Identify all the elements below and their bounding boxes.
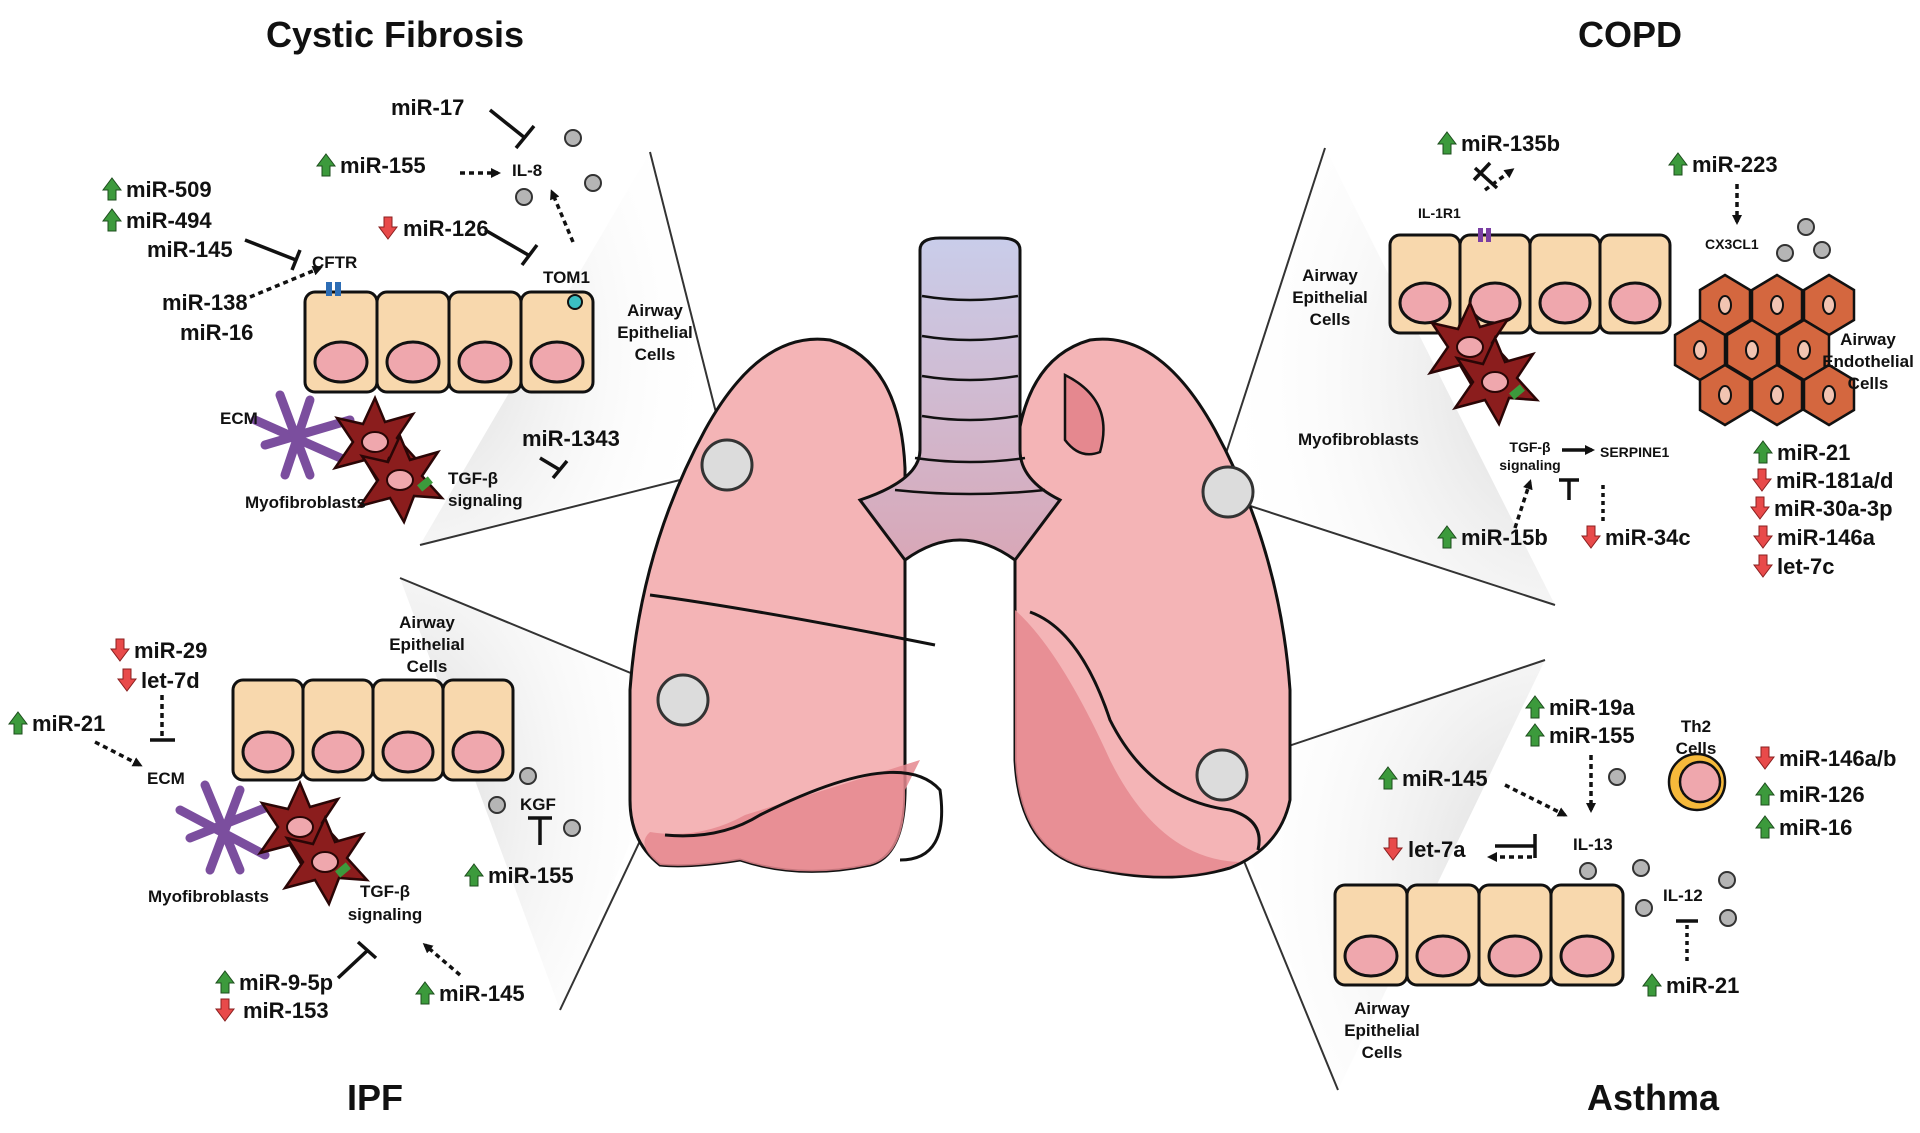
asthma-il13-label: IL-13 xyxy=(1573,835,1613,854)
copd-endothelial-label-2: Endothelial xyxy=(1822,352,1914,371)
copd-endothelial-label-3: Cells xyxy=(1848,374,1889,393)
asthma-th2-label-1: Th2 xyxy=(1681,717,1711,736)
title-copd: COPD xyxy=(1578,14,1682,55)
zoom-beams xyxy=(399,147,1556,1091)
copd-list-item-1: miR-21 xyxy=(1777,440,1850,465)
copd-il1r1-label: IL-1R1 xyxy=(1418,205,1461,221)
cf-airway-label-1: Airway xyxy=(627,301,683,320)
trachea xyxy=(857,236,1063,563)
title-cystic-fibrosis: Cystic Fibrosis xyxy=(266,14,524,55)
ipf-ecm-fibers-icon xyxy=(175,780,270,875)
copd-epithelial-cells xyxy=(1388,233,1672,335)
ipf-airway-label-3: Cells xyxy=(407,657,448,676)
cf-il8-label: IL-8 xyxy=(512,161,542,180)
lungs xyxy=(628,236,1292,879)
cf-ecm-label: ECM xyxy=(220,409,258,428)
asthma-il12-label: IL-12 xyxy=(1663,886,1703,905)
asthma-list-item-2: miR-126 xyxy=(1779,782,1865,807)
cf-airway-label-3: Cells xyxy=(635,345,676,364)
ipf-mir155-label: miR-155 xyxy=(488,863,574,888)
asthma-mir155-label: miR-155 xyxy=(1549,723,1635,748)
asthma-th2-label-2: Cells xyxy=(1676,739,1717,758)
cf-epithelial-cells xyxy=(303,290,595,394)
tom1-marker-icon xyxy=(567,294,583,310)
ipf-mir153-label: miR-153 xyxy=(243,998,329,1023)
cf-mir155-label: miR-155 xyxy=(340,153,426,178)
cf-mir1343-label: miR-1343 xyxy=(522,426,620,451)
ipf-kgf-label: KGF xyxy=(520,795,556,814)
asthma-list-item-1: miR-146a/b xyxy=(1779,746,1896,771)
copd-mir34c-label: miR-34c xyxy=(1605,525,1691,550)
ipf-airway-label-2: Epithelial xyxy=(389,635,465,654)
cf-airway-label-2: Epithelial xyxy=(617,323,693,342)
asthma-airway-label-3: Cells xyxy=(1362,1043,1403,1062)
ipf-myofibroblasts-label: Myofibroblasts xyxy=(148,887,269,906)
cf-mir17-label: miR-17 xyxy=(391,95,464,120)
asthma-mir21-label: miR-21 xyxy=(1666,973,1739,998)
ipf-mir21-label: miR-21 xyxy=(32,711,105,736)
copd-list-item-2: miR-181a/d xyxy=(1776,468,1893,493)
cf-cftr-label: CFTR xyxy=(312,253,357,272)
ipf-panel: miR-29 let-7d miR-21 ECM Airway Epitheli… xyxy=(8,613,581,1023)
ipf-let7d-label: let-7d xyxy=(141,668,200,693)
copd-airway-label-3: Cells xyxy=(1310,310,1351,329)
cf-tom1-label: TOM1 xyxy=(543,268,590,287)
zoom-circle-asthma xyxy=(1195,748,1249,802)
asthma-list-item-3: miR-16 xyxy=(1779,815,1852,840)
cf-panel: miR-509 miR-494 miR-145 miR-17 miR-155 I… xyxy=(102,95,693,524)
zoom-circle-cf xyxy=(700,438,754,492)
copd-airway-label-1: Airway xyxy=(1302,266,1358,285)
cf-mir145-label: miR-145 xyxy=(147,237,233,262)
il1r1-receptor-icon xyxy=(1478,228,1491,242)
asthma-airway-label-2: Epithelial xyxy=(1344,1021,1420,1040)
copd-signaling-label: signaling xyxy=(1499,457,1560,473)
copd-airway-label-2: Epithelial xyxy=(1292,288,1368,307)
cf-tgfb-label: TGF-β xyxy=(448,469,498,488)
cf-mir494-label: miR-494 xyxy=(126,208,212,233)
ipf-signaling-label: signaling xyxy=(348,905,423,924)
copd-mir15b-label: miR-15b xyxy=(1461,525,1548,550)
asthma-mir19a-label: miR-19a xyxy=(1549,695,1635,720)
ipf-mir95p-label: miR-9-5p xyxy=(239,970,333,995)
copd-panel: miR-135b miR-223 IL-1R1 CX3CL1 Airway Ep… xyxy=(1292,131,1914,579)
cf-mir509-label: miR-509 xyxy=(126,177,212,202)
asthma-airway-label-1: Airway xyxy=(1354,999,1410,1018)
copd-tgfb-label: TGF-β xyxy=(1509,439,1551,455)
zoom-circle-ipf xyxy=(656,673,710,727)
cf-mir126-label: miR-126 xyxy=(403,216,489,241)
title-ipf: IPF xyxy=(347,1077,403,1118)
cf-ecm-fibers-icon xyxy=(250,390,355,480)
cf-mir138-label: miR-138 xyxy=(162,290,248,315)
zoom-circle-copd xyxy=(1201,465,1255,519)
copd-cx3cl1-label: CX3CL1 xyxy=(1705,236,1759,252)
th2-cell-icon xyxy=(1667,752,1727,812)
copd-myofibroblasts-label: Myofibroblasts xyxy=(1298,430,1419,449)
copd-serpine1-label: SERPINE1 xyxy=(1600,444,1669,460)
cf-signaling-label: signaling xyxy=(448,491,523,510)
ipf-tgfb-label: TGF-β xyxy=(360,882,410,901)
ipf-airway-label-1: Airway xyxy=(399,613,455,632)
copd-mir223-label: miR-223 xyxy=(1692,152,1778,177)
asthma-panel: miR-19a miR-155 Th2 Cells miR-145 IL-13 … xyxy=(1333,695,1896,1062)
copd-endothelial-label-1: Airway xyxy=(1840,330,1896,349)
ipf-ecm-label: ECM xyxy=(147,769,185,788)
asthma-let7a-label: let-7a xyxy=(1408,837,1466,862)
ipf-mir145-label: miR-145 xyxy=(439,981,525,1006)
cf-myofibroblasts-label: Myofibroblasts xyxy=(245,493,366,512)
copd-list-item-4: miR-146a xyxy=(1777,525,1876,550)
asthma-mir145-label: miR-145 xyxy=(1402,766,1488,791)
title-asthma: Asthma xyxy=(1587,1077,1720,1118)
cf-mir16-label: miR-16 xyxy=(180,320,253,345)
asthma-epithelial-cells xyxy=(1333,883,1625,987)
copd-list-item-3: miR-30a-3p xyxy=(1774,496,1893,521)
ipf-epithelial-cells xyxy=(231,678,515,782)
copd-mir135b-label: miR-135b xyxy=(1461,131,1560,156)
copd-list-item-5: let-7c xyxy=(1777,554,1834,579)
ipf-mir29-label: miR-29 xyxy=(134,638,207,663)
cftr-channel-icon xyxy=(326,282,341,296)
